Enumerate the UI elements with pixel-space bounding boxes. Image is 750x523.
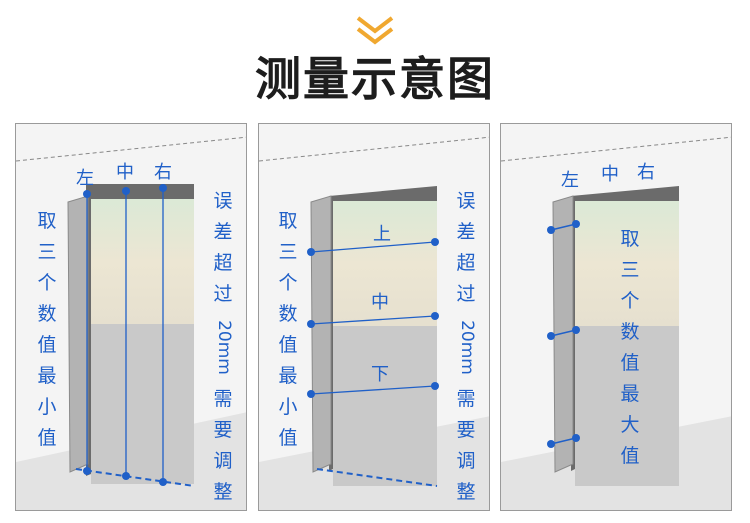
label-left: 左	[561, 170, 579, 191]
label-middle: 中	[371, 292, 389, 313]
note-take-min-value: 取三 个数 值最 小值	[37, 210, 57, 449]
label-bottom: 下	[371, 364, 389, 385]
label-right: 右	[637, 162, 655, 183]
page-title: 测量示意图	[255, 52, 495, 106]
door-diagram-height	[259, 124, 489, 510]
door-diagram-width	[16, 124, 246, 510]
label-middle: 中	[601, 164, 619, 185]
label-left: 左	[76, 168, 94, 189]
note-take-max-value: 取三 个数 值最 大值	[620, 228, 640, 467]
note-error-adjust: 误差 超过 20mm 需要 调整	[456, 190, 477, 503]
label-top: 上	[373, 224, 391, 245]
label-right: 右	[154, 162, 172, 183]
panel-thickness-measurement: 左 中 右 取三 个数 值最 大值	[500, 123, 732, 511]
door-diagram-thickness	[501, 124, 731, 510]
label-middle: 中	[116, 162, 134, 183]
panel-height-measurement: 上 中 下 取三 个数 值最 小值 误差 超过 20mm 需要 调整	[258, 123, 490, 511]
double-chevron-down-icon	[356, 16, 394, 45]
note-take-min-value: 取三 个数 值最 小值	[278, 210, 298, 449]
panel-width-measurement: 左 中 右 取三 个数 值最 小值 误差 超过 20mm 需要 调整	[15, 123, 247, 511]
note-error-adjust: 误差 超过 20mm 需要 调整	[213, 190, 234, 503]
